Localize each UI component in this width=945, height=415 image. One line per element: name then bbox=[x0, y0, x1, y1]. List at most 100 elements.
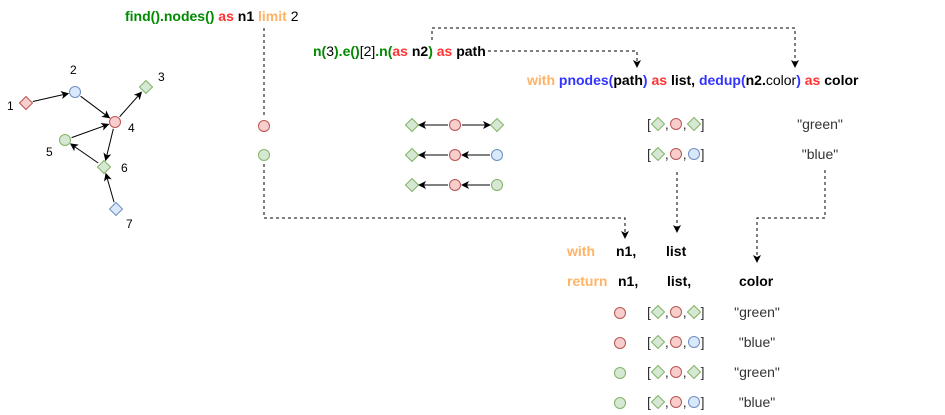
list-punct: , bbox=[682, 334, 687, 350]
with-list: list bbox=[666, 243, 687, 259]
graph-edge-7-6 bbox=[104, 172, 115, 203]
red-circle-icon bbox=[669, 366, 682, 378]
red-circle-icon bbox=[669, 118, 682, 130]
red-circle-icon bbox=[109, 116, 121, 128]
code-token: color bbox=[765, 72, 797, 88]
color-value: "green" bbox=[797, 116, 843, 132]
node-label: 2 bbox=[70, 63, 77, 77]
code-token: 3 bbox=[326, 43, 335, 59]
n1-to-with-arrow bbox=[263, 164, 629, 239]
green-diamond-icon bbox=[650, 305, 665, 319]
code-token: with bbox=[527, 72, 559, 88]
code-token: list, bbox=[670, 72, 699, 88]
node-label: 3 bbox=[158, 70, 165, 84]
green-circle-icon bbox=[614, 397, 626, 409]
node-list: [,,] bbox=[647, 116, 705, 132]
green-diamond-icon bbox=[96, 159, 112, 175]
green-diamond-icon bbox=[686, 117, 701, 131]
node-label: 1 bbox=[7, 99, 14, 113]
green-diamond-icon bbox=[650, 117, 665, 131]
blue-circle-icon bbox=[687, 148, 700, 160]
with-n1: n1, bbox=[616, 243, 637, 259]
graph-edge-5-4 bbox=[71, 122, 110, 139]
code-token: color bbox=[824, 72, 859, 88]
red-circle-icon bbox=[669, 396, 682, 408]
green-diamond-icon bbox=[650, 365, 665, 379]
red-circle-icon bbox=[669, 306, 682, 318]
blue-circle-icon bbox=[687, 396, 700, 408]
green-diamond-icon bbox=[650, 335, 665, 349]
list-punct: ] bbox=[700, 364, 705, 380]
blue-diamond-icon bbox=[108, 201, 124, 217]
list-punct: [ bbox=[647, 116, 651, 132]
example-graph bbox=[18, 79, 154, 217]
result-shapes bbox=[258, 117, 626, 409]
green-diamond-icon bbox=[650, 335, 665, 349]
red-circle-icon bbox=[669, 396, 682, 408]
red-circle-icon bbox=[614, 337, 626, 349]
node-label: 5 bbox=[46, 145, 53, 159]
dataflow-arrows bbox=[263, 27, 826, 263]
list-punct: , bbox=[664, 394, 669, 410]
blue-circle-icon bbox=[687, 336, 700, 348]
list-punct: , bbox=[682, 394, 687, 410]
code-token: find().nodes() bbox=[125, 8, 215, 24]
graph-edge-6-5 bbox=[69, 143, 99, 164]
return-list: list, bbox=[667, 273, 692, 289]
color-value: "green" bbox=[734, 304, 780, 320]
red-circle-icon bbox=[669, 336, 682, 348]
list-punct: ] bbox=[700, 116, 705, 132]
green-diamond-icon bbox=[686, 305, 701, 319]
node-label: 6 bbox=[121, 161, 128, 175]
return-keyword: return bbox=[567, 273, 608, 289]
code-token: as bbox=[214, 8, 238, 24]
list-punct: [ bbox=[647, 364, 651, 380]
graph-edge-4-3 bbox=[119, 91, 143, 118]
code-token: as bbox=[800, 72, 825, 88]
with-keyword: with bbox=[567, 243, 595, 259]
blue-circle-icon bbox=[687, 396, 700, 408]
blue-circle-icon bbox=[687, 336, 700, 348]
green-circle-icon bbox=[59, 134, 71, 146]
blue-circle-icon bbox=[69, 86, 81, 98]
red-circle-icon bbox=[449, 149, 461, 161]
red-circle-icon bbox=[669, 366, 682, 378]
green-circle-icon bbox=[258, 149, 270, 161]
green-diamond-icon bbox=[650, 147, 665, 161]
list-punct: ] bbox=[700, 334, 705, 350]
list-punct: ] bbox=[700, 146, 705, 162]
list-punct: , bbox=[664, 116, 669, 132]
green-diamond-icon bbox=[404, 177, 420, 193]
graph-edge-1-2 bbox=[32, 91, 70, 102]
code-token: pnodes( bbox=[558, 72, 614, 88]
return-color: color bbox=[739, 273, 774, 289]
code-token: n( bbox=[313, 43, 327, 59]
list-punct: , bbox=[682, 146, 687, 162]
list-punct: , bbox=[664, 334, 669, 350]
node-list: [,,] bbox=[647, 394, 705, 410]
color-value: "blue" bbox=[801, 146, 839, 162]
node-label: 4 bbox=[128, 121, 135, 135]
green-diamond-icon bbox=[650, 395, 665, 409]
red-circle-icon bbox=[449, 119, 461, 131]
color-value: "blue" bbox=[738, 394, 776, 410]
code-token: ) bbox=[428, 43, 433, 59]
green-diamond-icon bbox=[489, 117, 505, 133]
red-circle-icon bbox=[669, 118, 682, 130]
node-list: [,,] bbox=[647, 364, 705, 380]
graph-edge-2-4 bbox=[80, 95, 111, 119]
green-diamond-icon bbox=[650, 395, 665, 409]
green-diamond-icon bbox=[650, 305, 665, 319]
red-circle-icon bbox=[669, 148, 682, 160]
node-list: [,,] bbox=[647, 304, 705, 320]
color-value: "blue" bbox=[738, 334, 776, 350]
green-circle-icon bbox=[614, 367, 626, 379]
code-token: 2 bbox=[290, 8, 299, 24]
code-token: ) bbox=[642, 72, 648, 88]
code-token: as bbox=[392, 43, 408, 59]
color-value: "green" bbox=[734, 364, 780, 380]
code-token: as bbox=[647, 72, 671, 88]
green-diamond-icon bbox=[686, 365, 701, 379]
code-token: [2] bbox=[359, 43, 376, 59]
